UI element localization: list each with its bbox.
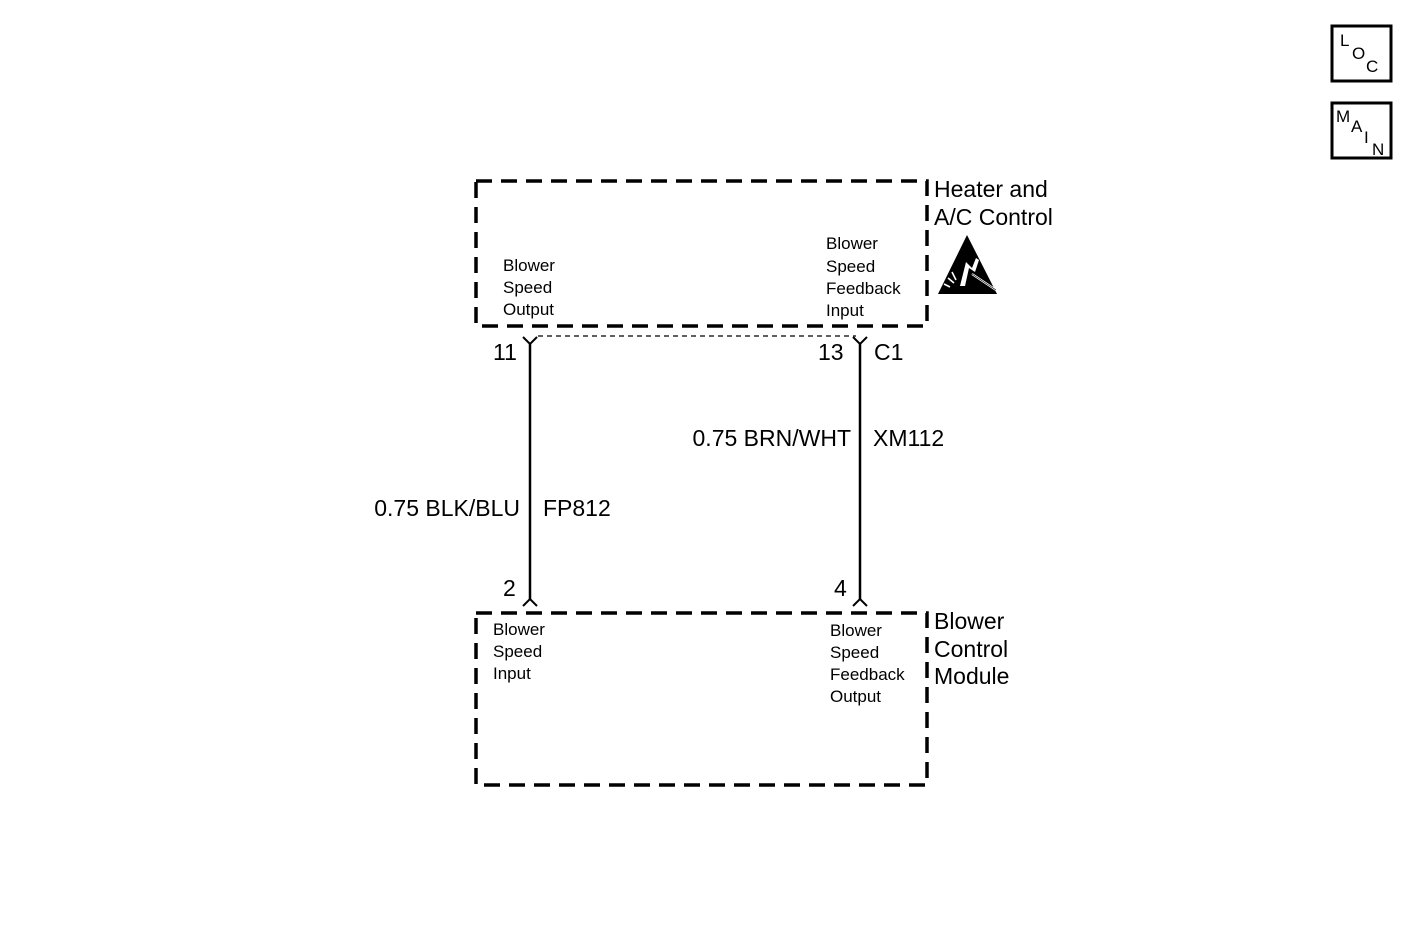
heater-right-pin-number: 13 <box>818 339 844 365</box>
module-right-pin-label-2: Speed <box>830 643 879 662</box>
module-left-pin-label-2: Speed <box>493 642 542 661</box>
heater-right-pin-label-2: Speed <box>826 257 875 276</box>
heater-ac-control-title-line1: Heater and <box>934 176 1048 202</box>
main-letter-n: N <box>1372 140 1384 159</box>
wire-right-circuit: XM112 <box>873 425 944 451</box>
loc-letter-c: C <box>1366 57 1378 76</box>
heater-left-connector-symbol <box>522 336 538 346</box>
heater-left-pin-number: 11 <box>493 339 517 365</box>
connector-id: C1 <box>874 339 903 365</box>
blower-control-module-component: Blower Control Module Blower Speed Input… <box>474 608 1009 787</box>
main-letter-i: I <box>1364 128 1369 147</box>
module-left-pin-number: 2 <box>503 575 516 601</box>
blower-module-title-line2: Control <box>934 636 1008 662</box>
wire-right-gauge-color: 0.75 BRN/WHT <box>693 425 851 451</box>
heater-left-pin-label-1: Blower <box>503 256 555 275</box>
heater-right-pin-label-3: Feedback <box>826 279 901 298</box>
wire-left-circuit: FP812 <box>543 495 611 521</box>
heater-ac-control-component: Heater and A/C Control Blower Speed Outp… <box>474 176 1053 328</box>
module-left-connector-symbol <box>522 597 538 607</box>
module-right-pin-label-1: Blower <box>830 621 882 640</box>
main-letter-a: A <box>1351 117 1363 136</box>
wire-left-gauge-color: 0.75 BLK/BLU <box>374 495 520 521</box>
heater-right-pin-label-4: Input <box>826 301 864 320</box>
main-button[interactable]: M A I N <box>1330 101 1393 160</box>
heater-right-pin-label-1: Blower <box>826 234 878 253</box>
heater-left-pin-label-3: Output <box>503 300 554 319</box>
module-right-pin-label-4: Output <box>830 687 881 706</box>
heater-ac-control-title-line2: A/C Control <box>934 204 1053 230</box>
heater-ac-control-box <box>474 179 929 328</box>
module-left-pin-label-3: Input <box>493 664 531 683</box>
module-left-pin-label-1: Blower <box>493 620 545 639</box>
blower-module-title-line1: Blower <box>934 608 1005 634</box>
module-right-connector-symbol <box>852 597 868 607</box>
main-letter-m: M <box>1336 107 1350 126</box>
loc-letter-o: O <box>1352 44 1365 63</box>
esd-sensitive-warning-icon <box>938 235 997 294</box>
module-right-pin-label-3: Feedback <box>830 665 905 684</box>
loc-button[interactable]: L O C <box>1330 24 1393 83</box>
blower-control-module-box <box>474 611 929 787</box>
blower-module-title-line3: Module <box>934 663 1009 689</box>
heater-right-connector-symbol <box>852 336 868 346</box>
module-right-pin-number: 4 <box>834 575 847 601</box>
loc-letter-l: L <box>1340 31 1349 50</box>
heater-left-pin-label-2: Speed <box>503 278 552 297</box>
